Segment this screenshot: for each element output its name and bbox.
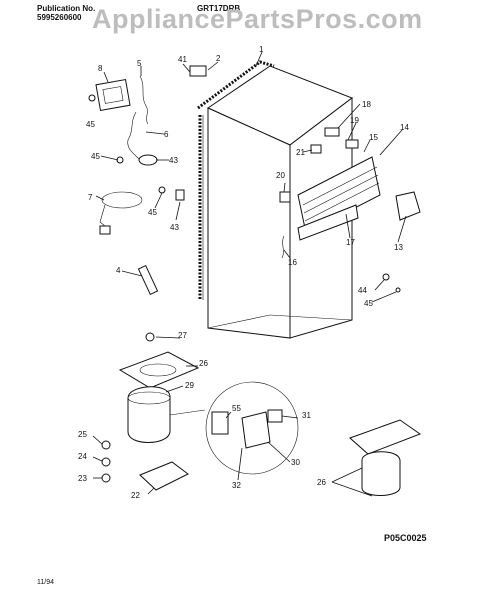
- callout-45-b: 45: [91, 152, 100, 161]
- callout-leaders: [92, 51, 407, 497]
- condenser-drawing: [297, 156, 381, 241]
- callout-43-lower: 43: [170, 223, 179, 232]
- callout-26-top: 26: [199, 359, 208, 368]
- callout-labels: 1 2 4 5 6 7 8 13 14 15 16 17 18 19 20 21…: [78, 45, 409, 500]
- figure-code: P05C0025: [384, 533, 427, 543]
- callout-44: 44: [358, 286, 367, 295]
- callout-17: 17: [346, 238, 355, 247]
- watermark: AppliancePartsPros.com: [92, 4, 423, 34]
- callout-45-c: 45: [148, 208, 157, 217]
- callout-45-a: 45: [86, 120, 95, 129]
- callout-25: 25: [78, 430, 87, 439]
- callout-16: 16: [288, 258, 297, 267]
- callout-15: 15: [369, 133, 378, 142]
- callout-26-right: 26: [317, 478, 326, 487]
- callout-1: 1: [259, 45, 264, 54]
- callout-13: 13: [394, 243, 403, 252]
- callout-20: 20: [276, 171, 285, 180]
- callout-41: 41: [178, 55, 187, 64]
- callout-55: 55: [232, 404, 241, 413]
- revision-date: 11/94: [37, 579, 54, 586]
- callout-4: 4: [116, 266, 121, 275]
- callout-8: 8: [98, 64, 103, 73]
- compressor-drawing: [101, 332, 422, 496]
- small-parts-drawing: [88, 65, 421, 296]
- callout-5: 5: [137, 59, 142, 68]
- callout-30: 30: [291, 458, 300, 467]
- callout-27: 27: [178, 331, 187, 340]
- callout-22: 22: [131, 491, 140, 500]
- callout-24: 24: [78, 452, 87, 461]
- callout-18: 18: [362, 100, 371, 109]
- callout-43-upper: 43: [169, 156, 178, 165]
- callout-45-d: 45: [364, 299, 373, 308]
- callout-21: 21: [296, 148, 305, 157]
- callout-2: 2: [216, 54, 221, 63]
- callout-6: 6: [164, 130, 169, 139]
- callout-29: 29: [185, 381, 194, 390]
- callout-19: 19: [350, 116, 359, 125]
- callout-14: 14: [400, 123, 409, 132]
- model-number: GRT17DRB: [197, 4, 241, 13]
- publication-label: Publication No.: [37, 4, 96, 13]
- callout-23: 23: [78, 474, 87, 483]
- callout-31: 31: [302, 411, 311, 420]
- gasket-drawing: [197, 60, 275, 300]
- publication-number: 5995260600: [37, 13, 82, 22]
- callout-32: 32: [232, 481, 241, 490]
- callout-7: 7: [88, 193, 93, 202]
